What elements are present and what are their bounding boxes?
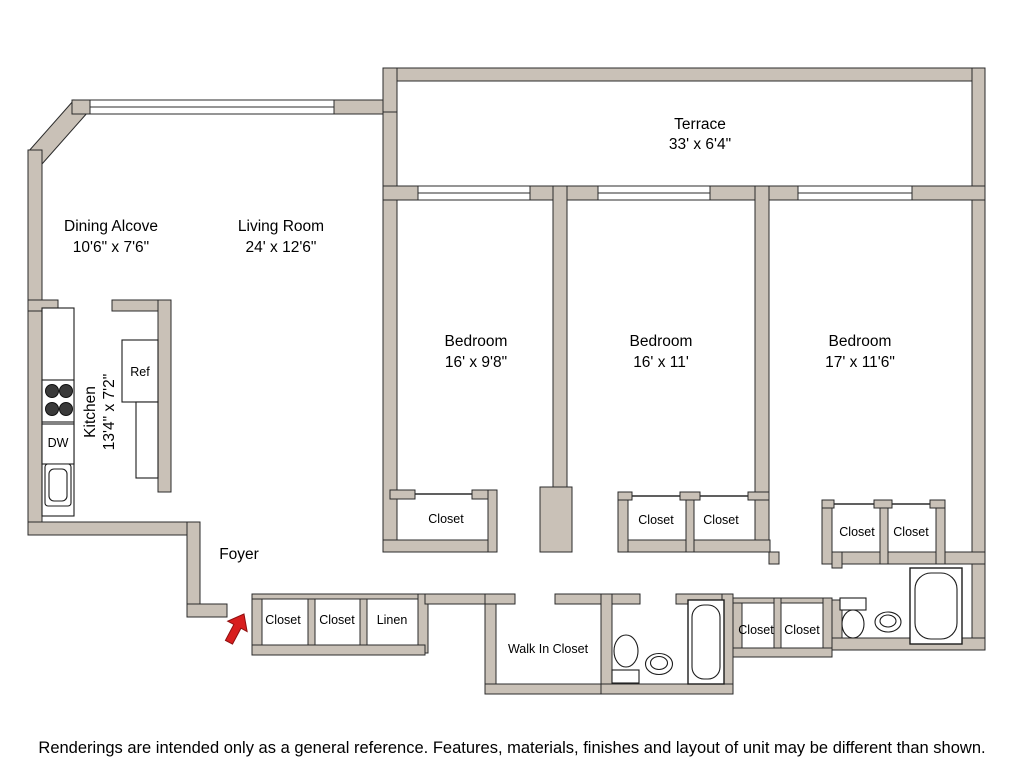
dishwasher-label: DW — [48, 436, 69, 450]
bedroom-1-label: Bedroom — [445, 333, 508, 350]
kitchen-dims: 13'4" x 7'2" — [101, 374, 118, 450]
bedroom-3-label: Bedroom — [829, 333, 892, 350]
bedroom-1-closet-label: Closet — [428, 512, 464, 526]
bedroom-2-closet-label: Closet — [638, 513, 674, 527]
foyer-closet-label: Closet — [265, 613, 301, 627]
bathroom-2-fixtures — [839, 567, 963, 645]
linen-closet-label: Linen — [377, 613, 408, 627]
closet-door-lines — [415, 493, 930, 505]
room-labels: Terrace 33' x 6'4" Dining Alcove 10'6" x… — [48, 116, 895, 656]
refrigerator-label: Ref — [130, 365, 150, 379]
kitchen-fixtures — [41, 307, 159, 517]
foyer-closet-label: Closet — [319, 613, 355, 627]
foyer-label: Foyer — [219, 546, 259, 563]
hall-closet-label: Closet — [738, 623, 774, 637]
bedroom-3-dims: 17' x 11'6" — [825, 354, 895, 371]
walk-in-closet-label: Walk In Closet — [508, 642, 589, 656]
dishwasher — [41, 423, 75, 465]
dining-alcove-dims: 10'6" x 7'6" — [73, 239, 149, 256]
bathroom-1-fixtures — [611, 599, 725, 685]
bedroom-2-dims: 16' x 11' — [633, 354, 689, 371]
living-room-label: Living Room — [238, 218, 324, 235]
bedroom-3-closet-label: Closet — [893, 525, 929, 539]
living-room-dims: 24' x 12'6" — [246, 239, 317, 256]
bedroom-2-label: Bedroom — [630, 333, 693, 350]
kitchen-cabinet — [135, 401, 159, 479]
toilet-icon — [611, 634, 640, 684]
sink-icon — [874, 611, 902, 633]
entrance-arrow-icon — [224, 613, 248, 645]
hall-closet-label: Closet — [784, 623, 820, 637]
sink-icon — [644, 652, 674, 676]
bedroom-1-dims: 16' x 9'8" — [445, 354, 507, 371]
terrace-label: Terrace — [674, 116, 726, 133]
bedroom-3-closet-label: Closet — [839, 525, 875, 539]
kitchen-label: Kitchen — [82, 386, 99, 438]
dining-alcove-label: Dining Alcove — [64, 218, 158, 235]
refrigerator — [121, 339, 159, 403]
closet-labels: Closet Closet Closet Closet Closet Close… — [265, 512, 929, 637]
windows — [89, 99, 913, 201]
walls — [27, 67, 986, 695]
toilet-icon — [839, 597, 867, 639]
disclaimer-text: Renderings are intended only as a genera… — [38, 739, 985, 757]
bedroom-2-closet-label: Closet — [703, 513, 739, 527]
terrace-dims: 33' x 6'4" — [669, 136, 731, 153]
